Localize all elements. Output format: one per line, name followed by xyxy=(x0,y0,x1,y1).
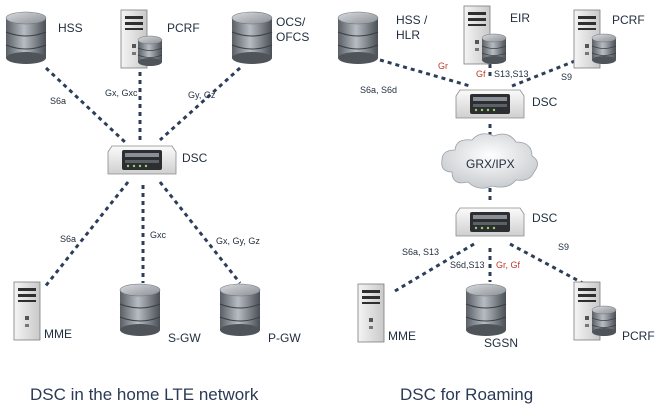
link-hss-dsc xyxy=(44,66,128,145)
link-ocs-dsc xyxy=(158,66,242,142)
pcrf-top-label: PCRF xyxy=(612,13,645,27)
ocs-label-line1: OCS/ xyxy=(276,15,306,29)
link-dsc-pcrf xyxy=(509,242,591,289)
iface-dsc-pgw: Gx, Gy, Gz xyxy=(216,236,260,246)
grx-cloud-icon xyxy=(441,133,538,189)
eir-label: EIR xyxy=(510,11,530,25)
iface-dsc-sgsn-red: Gr, Gf xyxy=(496,260,521,270)
iface-dsc-sgsn-black: S6d,S13 xyxy=(450,260,485,270)
link-hss-dsc-top xyxy=(379,58,471,88)
eir-database-icon xyxy=(481,33,507,65)
iface-pcrf-dsc: Gx, Gxc xyxy=(105,88,138,98)
sgw-label: S-GW xyxy=(168,331,201,345)
mme-roaming-server-icon xyxy=(357,283,385,343)
iface-hss-dsc: S6a xyxy=(50,96,66,106)
dsc-top-appliance-icon xyxy=(455,89,525,119)
pgw-label: P-GW xyxy=(268,331,301,345)
link-dsc-mme xyxy=(42,181,130,289)
iface-dsc-sgw: Gxc xyxy=(150,230,167,240)
dsc-bottom-label: DSC xyxy=(532,211,558,225)
mme-server-icon xyxy=(13,281,41,341)
dsc-top-label: DSC xyxy=(532,95,558,109)
left-diagram: HSS PCRF OCS/ OFCS S6a Gx, Gxc Gy, Gz DS… xyxy=(5,9,309,404)
iface-dsc-mme: S6a xyxy=(60,234,76,244)
pcrf-top-database-icon xyxy=(591,33,617,65)
iface-hss-dsc-black: S6a, S6d xyxy=(360,85,397,95)
left-caption: DSC in the home LTE network xyxy=(30,385,259,404)
hss-hlr-label-line2: HLR xyxy=(396,28,420,42)
sgsn-database-icon xyxy=(465,283,507,337)
iface-pcrf-dsc: S9 xyxy=(561,72,572,82)
iface-hss-dsc-red: Gr xyxy=(438,61,448,71)
dsc-appliance-icon xyxy=(107,145,177,175)
sgw-database-icon xyxy=(119,283,161,337)
right-diagram: HSS / HLR EIR PCRF S6a, S6d Gr Gf S13,S1… xyxy=(337,5,655,404)
right-caption: DSC for Roaming xyxy=(400,385,533,404)
mme-label: MME xyxy=(44,327,72,341)
pcrf-label: PCRF xyxy=(167,21,200,35)
hss-database-icon xyxy=(5,11,47,65)
pcrf-bottom-label: PCRF xyxy=(622,329,655,343)
ocs-database-icon xyxy=(231,11,273,65)
iface-dsc-mme: S6a, S13 xyxy=(402,247,439,257)
hss-hlr-label-line1: HSS / xyxy=(396,13,428,27)
pcrf-bottom-database-icon xyxy=(591,305,617,337)
grx-label: GRX/IPX xyxy=(466,157,515,171)
hss-label: HSS xyxy=(58,21,83,35)
dsc-label: DSC xyxy=(182,151,208,165)
pcrf-database-icon xyxy=(137,35,163,67)
iface-ocs-dsc: Gy, Gz xyxy=(188,90,216,100)
sgsn-label: SGSN xyxy=(484,336,518,350)
iface-dsc-pcrf: S9 xyxy=(558,242,569,252)
iface-eir-dsc-red: Gf xyxy=(476,69,486,79)
link-dsc-pgw xyxy=(158,181,242,284)
pgw-database-icon xyxy=(219,283,261,337)
link-pcrf-dsc-top xyxy=(511,53,591,88)
hss-hlr-database-icon xyxy=(337,11,379,65)
dsc-bottom-appliance-icon xyxy=(455,207,525,237)
iface-eir-dsc-black: S13,S13 xyxy=(494,69,529,79)
ocs-label-line2: OFCS xyxy=(276,30,309,44)
mme-roaming-label: MME xyxy=(388,329,416,343)
